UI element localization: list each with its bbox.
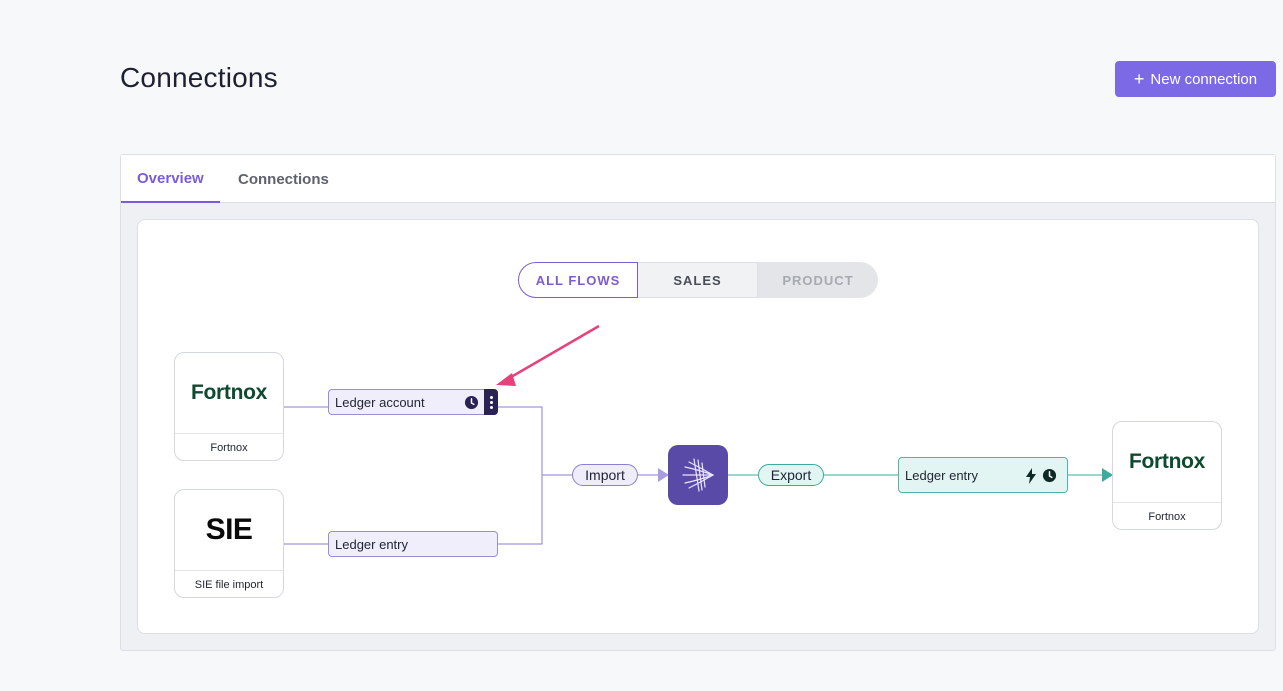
entity-label: Ledger entry <box>335 536 408 552</box>
entity-ledger-entry-target[interactable]: Ledger entry <box>898 457 1068 493</box>
new-connection-label: New connection <box>1150 70 1258 88</box>
export-arrowhead <box>1102 468 1113 482</box>
hub-logo-icon[interactable] <box>668 445 728 505</box>
target-caption: Fortnox <box>1148 510 1186 523</box>
source-caption: Fortnox <box>210 441 248 454</box>
target-node-fortnox[interactable]: Fortnox Fortnox <box>1112 421 1222 530</box>
plus-icon: + <box>1133 69 1145 89</box>
connections-panel: Overview Connections ALL FLOWS SALES PRO… <box>120 154 1276 651</box>
flow-canvas: ALL FLOWS SALES PRODUCT Fortnox Fortnox <box>137 219 1259 634</box>
fortnox-logo: Fortnox <box>1128 450 1206 473</box>
entity-label: Ledger entry <box>905 467 978 483</box>
entity-ledger-entry-source[interactable]: Ledger entry <box>328 531 498 557</box>
export-label: Export <box>758 464 824 486</box>
entity-ledger-account[interactable]: Ledger account <box>328 389 498 415</box>
clock-icon <box>464 395 479 413</box>
flow-connectors <box>284 324 1113 545</box>
tab-connections[interactable]: Connections <box>238 170 329 188</box>
clock-icon <box>1042 468 1057 486</box>
fortnox-logo: Fortnox <box>190 381 268 404</box>
sie-logo: SIE <box>205 513 253 546</box>
filter-product[interactable]: PRODUCT <box>758 262 878 298</box>
source-node-sie[interactable]: SIE SIE file import <box>174 489 284 598</box>
source-node-fortnox[interactable]: Fortnox Fortnox <box>174 352 284 461</box>
annotation-arrow <box>505 324 600 382</box>
import-arrowhead <box>658 468 669 482</box>
more-menu-button[interactable] <box>484 389 498 415</box>
new-connection-button[interactable]: + New connection <box>1115 61 1276 97</box>
tab-bar: Overview Connections <box>121 155 1275 203</box>
filter-sales[interactable]: SALES <box>638 262 758 298</box>
source-caption: SIE file import <box>194 578 264 591</box>
page-title: Connections <box>120 62 278 93</box>
filter-all-flows[interactable]: ALL FLOWS <box>518 262 638 298</box>
tab-overview[interactable]: Overview <box>121 155 220 203</box>
import-label: Import <box>572 464 638 486</box>
lightning-icon <box>1025 468 1037 487</box>
entity-label: Ledger account <box>335 394 425 410</box>
